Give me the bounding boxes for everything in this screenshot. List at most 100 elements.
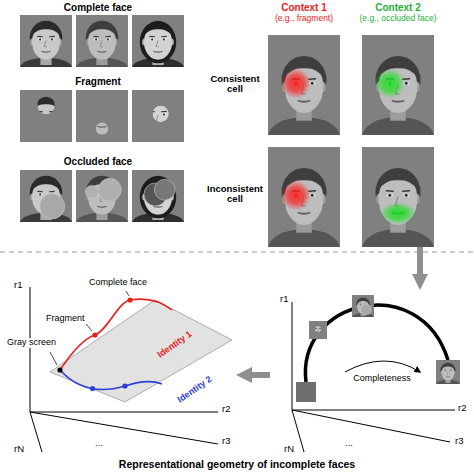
panel-heading: Complete face (64, 2, 132, 13)
leader-line (50, 352, 57, 365)
face-image (268, 147, 340, 247)
face-image (316, 333, 319, 334)
panel-heading: Fragment (75, 76, 121, 87)
face-image (93, 36, 99, 37)
axis-line (30, 412, 218, 444)
face-image (268, 35, 340, 135)
face-image (149, 36, 155, 37)
face-image (309, 323, 327, 339)
face-image (444, 369, 447, 370)
face-image (106, 113, 111, 115)
face-image (322, 329, 323, 331)
face-image (58, 114, 62, 121)
face-image (51, 114, 53, 116)
occluder-disk (40, 194, 65, 219)
face-image (403, 194, 410, 197)
face-image (362, 147, 434, 247)
face-image (156, 40, 159, 47)
curve-label: Identity 2 (176, 375, 214, 406)
face-image (37, 36, 43, 37)
axis-line (292, 302, 293, 410)
axis-ellipsis: ... (95, 438, 103, 448)
face-image (378, 172, 418, 190)
face-image (309, 336, 327, 339)
face-image (268, 35, 340, 135)
face-image (98, 126, 107, 128)
geometry-plot: Complete faceFragmentGray screenIdentity… (0, 276, 236, 456)
identity-1-curve (60, 299, 172, 370)
axis-line (30, 412, 218, 413)
face-image (313, 324, 323, 336)
face-image (140, 176, 177, 218)
face-image (76, 15, 128, 67)
face-image (132, 133, 184, 142)
face-image (38, 113, 43, 115)
face-image (42, 51, 51, 53)
face-image (268, 147, 340, 247)
face-image (76, 15, 128, 67)
face-image (107, 114, 109, 116)
face-image (402, 190, 410, 192)
face-image (315, 329, 317, 331)
context-note: (e.g., fragment) (275, 14, 333, 23)
face-image (352, 295, 374, 317)
receptive-field (375, 68, 405, 98)
face-image (50, 38, 55, 40)
axis-label: rN (284, 444, 294, 454)
face-image (98, 51, 107, 53)
face-image (100, 115, 103, 122)
face-image (88, 99, 117, 111)
face-image (39, 194, 41, 196)
face-image (98, 206, 107, 208)
face-image (444, 370, 446, 372)
face-image (450, 370, 452, 372)
gray-screen (132, 90, 184, 142)
occluder-disk (154, 179, 175, 200)
face-image (154, 126, 163, 128)
face-image (362, 35, 434, 135)
face-image (20, 170, 72, 222)
face-image (315, 329, 317, 331)
face-image (100, 40, 103, 47)
face-image (298, 212, 310, 213)
face-image (88, 99, 116, 134)
arrow-label: Completeness (353, 374, 411, 384)
face-image (359, 304, 361, 305)
face-image (37, 191, 43, 192)
face-image (32, 179, 61, 191)
face-image (94, 38, 99, 40)
face-image (163, 114, 165, 116)
face-image (357, 299, 369, 304)
face-image (76, 170, 128, 222)
face-image (441, 364, 454, 370)
face-image (20, 15, 72, 67)
face-image (386, 190, 394, 192)
face-image (316, 334, 320, 338)
face-image (144, 99, 173, 111)
state-label: Complete face (89, 278, 147, 288)
flow-arrow (252, 372, 270, 378)
face-image (446, 376, 450, 377)
receptive-field (281, 180, 311, 210)
face-image (436, 360, 460, 384)
face-image (352, 295, 374, 317)
face-image (360, 304, 362, 306)
face-image (32, 24, 61, 36)
face-image (447, 372, 448, 375)
context-panel: Context 1(e.g., fragment)Context 2(e.g.,… (205, 0, 474, 247)
face-image (106, 38, 111, 40)
identity-2-curve (60, 370, 162, 389)
face-image (392, 100, 404, 101)
face-image (163, 39, 165, 41)
figure-caption: Representational geometry of incomplete … (119, 459, 355, 471)
face-image (51, 39, 53, 41)
face-image (150, 113, 155, 115)
face-image (442, 364, 455, 380)
face-image (319, 328, 321, 329)
axis-label: rN (14, 444, 24, 454)
face-image (387, 194, 394, 197)
face-image (38, 193, 43, 195)
state-dot (122, 383, 127, 388)
